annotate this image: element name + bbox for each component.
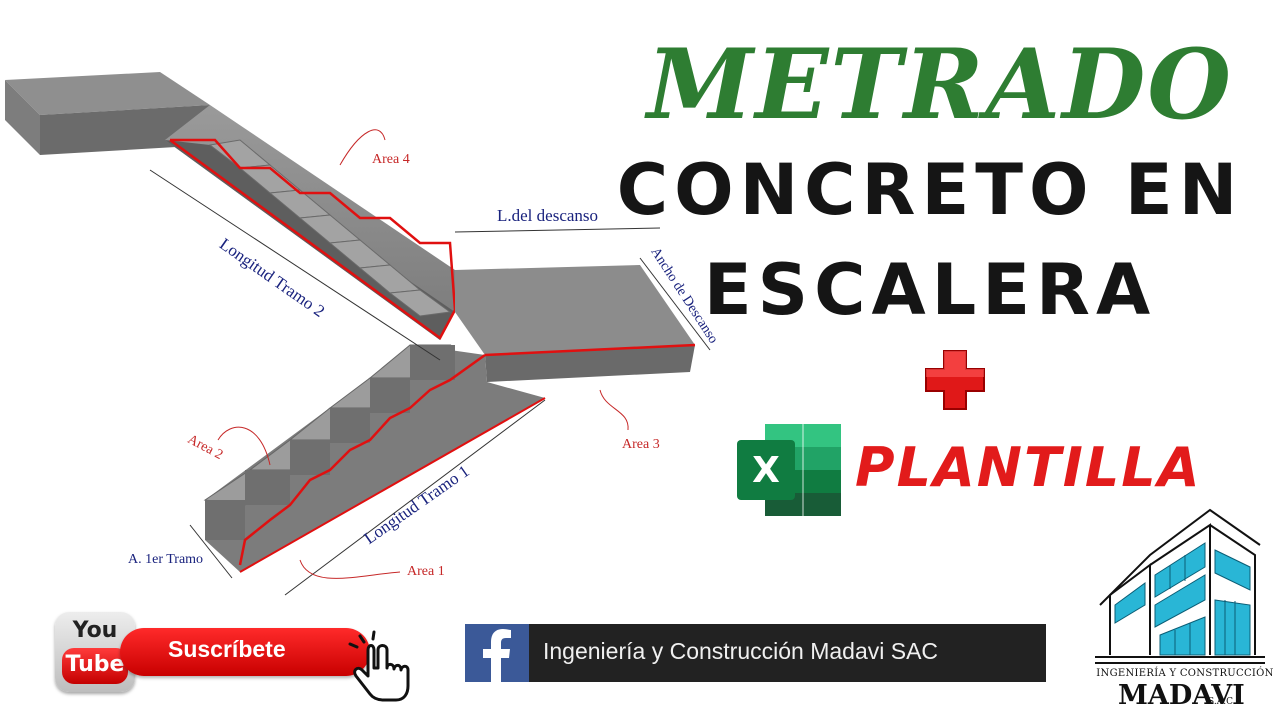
plus-icon [925, 350, 985, 410]
landing-red-line [484, 343, 696, 357]
madavi-building-icon [1095, 508, 1265, 664]
hand-cursor-icon [348, 630, 410, 702]
title-metrado: METRADO [646, 28, 1233, 141]
madavi-name: MADAVI [1118, 680, 1245, 711]
area-1-label: Area 1 [407, 564, 445, 579]
madavi-suffix: S.A.C. [1208, 697, 1236, 707]
a-1er-tramo-label: A. 1er Tramo [128, 552, 204, 567]
l-descanso-label: L.del descanso [497, 206, 599, 225]
youtube-tube-box: Tube [62, 648, 128, 684]
flight-1-red-line [238, 353, 486, 566]
youtube-you-text: You [72, 618, 118, 643]
plantilla-label: PLANTILLA [855, 436, 1202, 499]
facebook-icon[interactable] [465, 624, 529, 682]
title-escalera: ESCALERA [703, 249, 1157, 331]
youtube-tube-text: Tube [65, 652, 125, 677]
excel-icon: X [737, 424, 841, 516]
landing-front [485, 345, 695, 382]
staircase-diagram [5, 72, 711, 596]
flight-1-soffit-line [239, 397, 546, 573]
subscribe-button[interactable]: Suscríbete [120, 628, 370, 676]
flight-1-risers [205, 345, 455, 540]
madavi-subtitle: INGENIERÍA Y CONSTRUCCIÓN [1096, 668, 1274, 679]
facebook-page-label: Ingeniería y Construcción Madavi SAC [543, 638, 939, 664]
subscribe-label: Suscríbete [168, 636, 286, 662]
facebook-f-icon [483, 629, 511, 682]
facebook-page-bar[interactable]: Ingeniería y Construcción Madavi SAC [529, 624, 1046, 682]
flight-1-body [205, 345, 545, 572]
title-concreto-en: CONCRETO EN [616, 149, 1244, 231]
svg-text:X: X [752, 450, 780, 491]
upper-landing-front [40, 105, 210, 155]
area-4-label: Area 4 [372, 152, 410, 167]
landing-top [455, 265, 695, 355]
area-3-label: Area 3 [622, 437, 660, 452]
youtube-logo[interactable]: You Tube [55, 612, 135, 692]
upper-landing-top [5, 72, 210, 115]
flight-2-steps [208, 139, 452, 317]
upper-landing-side [5, 80, 40, 155]
